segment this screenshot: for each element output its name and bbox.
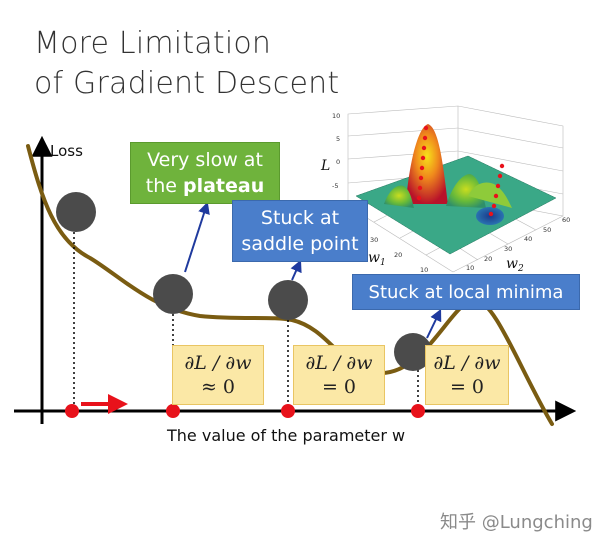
axis-point-4: [411, 404, 425, 418]
gradient-box-1-relation: ≈ 0: [200, 376, 236, 398]
w2-tick-6: 60: [562, 216, 570, 224]
watermark: 知乎 @Lungching: [440, 512, 593, 533]
slide-title-line-2: of Gradient Descent: [34, 66, 340, 101]
callout-plateau-the: the: [145, 175, 183, 197]
surface-z-label: L: [320, 158, 330, 174]
slide-title-line-1: More Limitation: [34, 26, 272, 61]
w1-tick-2: 20: [394, 251, 402, 259]
loss-surface-plot: 10 5 0 -5 30 20 10 10 20 30 40 50 60 L w…: [320, 105, 570, 274]
callout-plateau-line-1: Very slow at: [147, 149, 263, 171]
surface-w1-label: w1: [368, 250, 386, 268]
w2-tick-2: 20: [484, 255, 492, 263]
gradient-box-3-relation: = 0: [449, 376, 485, 398]
x-axis-label: The value of the parameter w: [167, 426, 406, 445]
ball-saddle: [268, 280, 308, 320]
callout-plateau-line-2: the plateau: [131, 173, 279, 199]
plateau-pointer-arrow: [184, 201, 210, 273]
gradient-box-saddle: ∂L / ∂w = 0: [293, 345, 385, 405]
z-tick-2: 5: [336, 135, 340, 143]
callout-saddle-line-1: Stuck at: [260, 207, 340, 229]
axis-point-2: [166, 404, 180, 418]
gradient-box-plateau: ∂L / ∂w ≈ 0: [172, 345, 264, 405]
callout-saddle-line-2: saddle point: [241, 233, 359, 255]
callout-plateau: Very slow at the plateau: [130, 142, 280, 204]
w2-tick-4: 40: [524, 235, 532, 243]
w2-tick-5: 50: [543, 226, 551, 234]
gradient-box-local-minimum: ∂L / ∂w = 0: [425, 345, 509, 405]
minima-pointer-arrow: [426, 308, 442, 339]
gradient-box-2-relation: = 0: [321, 376, 357, 398]
axis-point-3: [281, 404, 295, 418]
ball-local-minimum: [394, 333, 432, 371]
w2-tick-3: 30: [504, 245, 512, 253]
gradient-box-1-expression: ∂L / ∂w: [184, 352, 252, 374]
gradient-box-3-expression: ∂L / ∂w: [433, 352, 501, 374]
w1-tick-3: 10: [420, 266, 428, 274]
saddle-pointer-arrow: [290, 259, 302, 281]
z-tick-1: 10: [332, 112, 340, 120]
callout-local-minima: Stuck at local minima: [352, 274, 580, 310]
w1-tick-1: 30: [370, 236, 378, 244]
ball-plateau: [153, 274, 193, 314]
y-axis-label: Loss: [50, 142, 83, 160]
ball-start: [56, 192, 96, 232]
callout-minima-text: Stuck at local minima: [368, 282, 564, 303]
z-tick-4: -5: [332, 182, 338, 190]
callout-plateau-bold: plateau: [182, 175, 265, 197]
surface-w2-label: w2: [506, 256, 524, 274]
gradient-box-2-expression: ∂L / ∂w: [305, 352, 373, 374]
callout-saddle-point: Stuck at saddle point: [232, 200, 368, 262]
axis-point-1: [65, 404, 79, 418]
w2-tick-1: 10: [466, 264, 474, 272]
z-tick-3: 0: [336, 158, 340, 166]
